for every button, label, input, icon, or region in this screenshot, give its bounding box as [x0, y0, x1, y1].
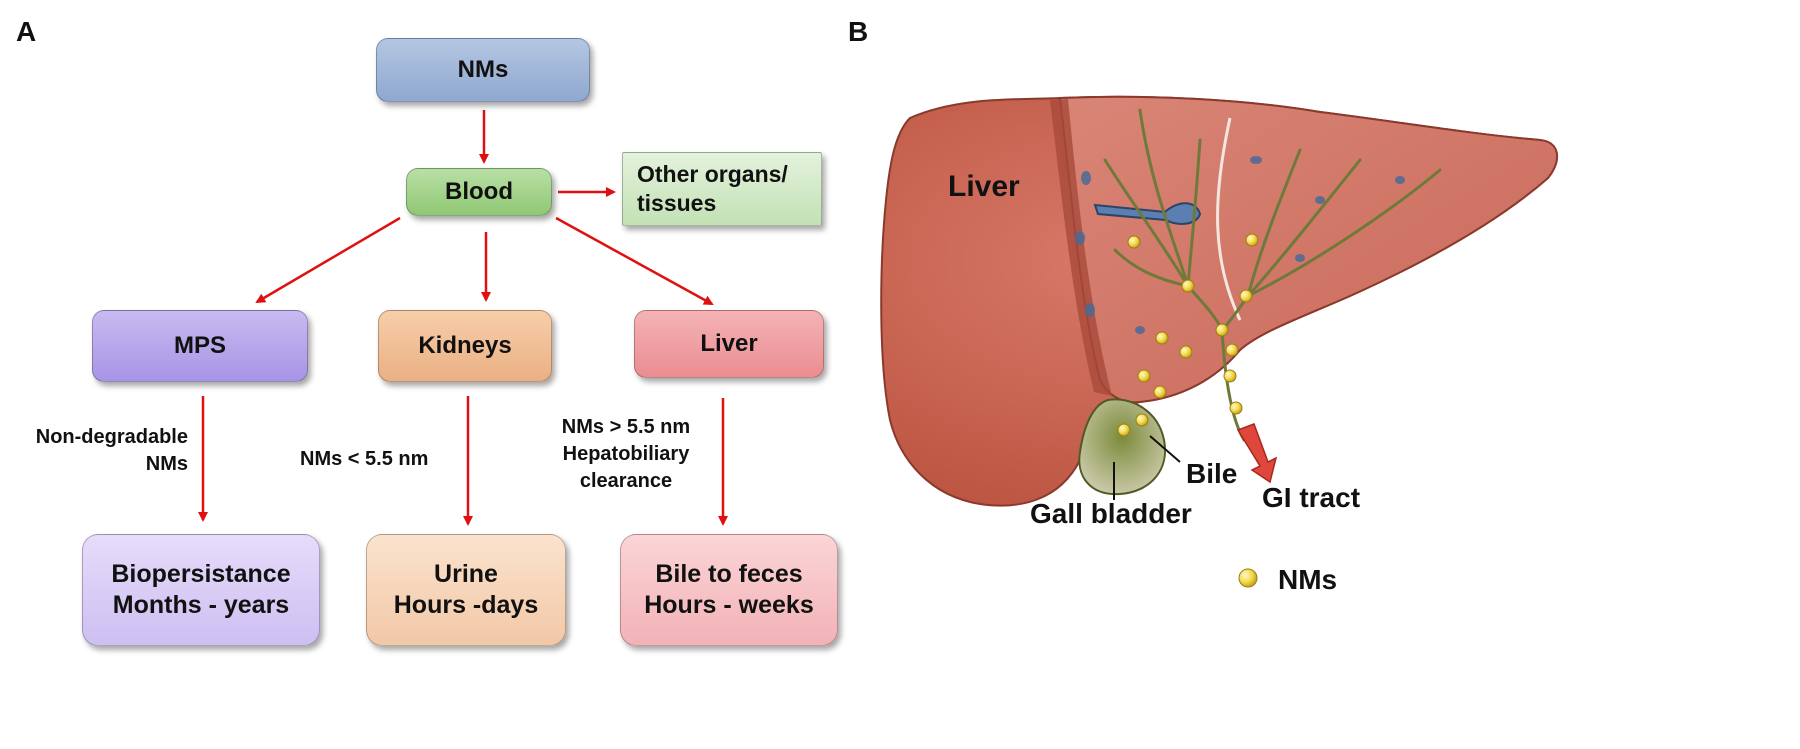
liver-label: Liver [948, 170, 1020, 203]
gall-bladder [1078, 398, 1167, 496]
biopersistance-box: Biopersistance Months - years [82, 534, 320, 646]
gall-bladder-label: Gall bladder [1030, 498, 1192, 529]
mps-box: MPS [92, 310, 308, 382]
kidneys-note: NMs < 5.5 nm [300, 448, 429, 470]
nm-particles [1117, 233, 1259, 437]
lobe-divider [1216, 117, 1242, 321]
other-organs-box: Other organs/ tissues [622, 152, 822, 226]
gi-tract-label: GI tract [1262, 482, 1361, 513]
liver-cut-section [1058, 95, 1558, 404]
blood-box: Blood [406, 168, 552, 216]
legend-nms-label: NMs [1278, 564, 1338, 595]
panel-a-letter: A [16, 16, 37, 47]
vessel-spots [1075, 156, 1405, 334]
bile-leader [1149, 435, 1181, 463]
legend-nm-dot [1238, 568, 1258, 588]
bile-ducts [1103, 108, 1442, 442]
portal-vein [1093, 202, 1202, 225]
arrow-blood-to-mps [255, 216, 401, 304]
liver-box: Liver [634, 310, 824, 378]
arrow-blood-to-liver [555, 216, 714, 306]
gi-tract-arrow [1236, 423, 1278, 484]
kidneys-box: Kidneys [378, 310, 552, 382]
liver-note: NMs > 5.5 nm Hepatobiliary clearance [561, 416, 691, 492]
liver-cut-edge [1050, 99, 1112, 396]
bile-label: Bile [1186, 458, 1238, 489]
panel-b-letter: B [848, 16, 869, 47]
bile-to-feces-box: Bile to feces Hours - weeks [620, 534, 838, 646]
mps-note: Non-degradable NMs [35, 426, 188, 475]
urine-box: Urine Hours -days [366, 534, 566, 646]
nms-box: NMs [376, 38, 590, 102]
